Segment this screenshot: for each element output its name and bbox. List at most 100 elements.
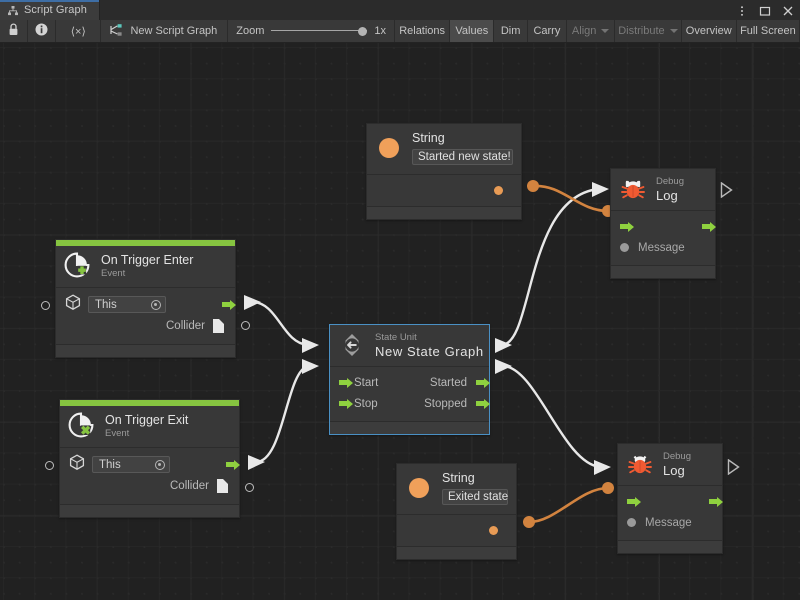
graph-toolbar: ⟨×⟩ New Script Graph Zoom 1x Relations V… [0,20,800,43]
target-dropdown[interactable]: This [92,456,170,473]
distribute-label: Distribute [618,25,665,37]
collider-output-port[interactable] [217,478,228,493]
tab-script-graph[interactable]: Script Graph [0,0,100,20]
stopped-label: Stopped [424,397,467,410]
full-screen-button[interactable]: Full Screen [736,20,800,42]
node-debug-log-top[interactable]: Debug Log Message [610,168,716,279]
zoom-label: Zoom [236,25,265,37]
node-string-top[interactable]: String Started new state! [366,123,522,220]
values-button[interactable]: Values [450,20,495,42]
graph-asset-breadcrumb[interactable]: New Script Graph [101,20,229,42]
maximize-icon[interactable] [759,4,771,16]
message-label: Message [645,516,692,529]
event-accent-bar [56,240,235,246]
stop-stopped-row: Stop Stopped [339,393,490,414]
graph-canvas[interactable]: String Started new state! [0,43,800,600]
collider-output-port[interactable] [213,318,224,333]
zoom-slider[interactable] [271,24,368,38]
event-enter-icon [64,252,92,280]
lock-button[interactable] [0,20,28,42]
state-unit-icon [338,331,366,359]
node-body: Start Started Stop Stopped [330,367,490,421]
node-type-label: Event [105,427,130,439]
tab-label: Script Graph [24,4,87,16]
node-header: On Trigger Exit Event [60,406,239,448]
target-row: This [65,294,236,315]
align-button[interactable]: Align [567,20,616,42]
string-value-input[interactable]: Started new state! [412,149,513,165]
collider-output-label: Collider [170,479,209,492]
node-type-label: Debug [656,175,684,187]
node-header: State Unit New State Graph [330,325,489,367]
debug-bug-icon [619,175,647,203]
node-header: String Started new state! [367,124,521,175]
node-header: Debug Log [611,169,715,211]
zoom-slider-handle[interactable] [358,27,368,36]
flow-out-unconnected-marker[interactable] [727,458,740,480]
node-on-trigger-exit[interactable]: On Trigger Exit Event This [59,399,240,518]
wire-data-endpoints [523,180,614,528]
node-body: Message [618,486,723,540]
wire-string-bottom-to-message [528,486,609,524]
info-button[interactable] [28,20,56,42]
target-value: This [95,298,117,311]
node-string-bottom[interactable]: String Exited state [396,463,517,560]
more-options-icon[interactable] [736,4,748,16]
node-type-label: Event [101,267,126,279]
node-header: String Exited state [397,464,516,515]
zoom-value-label: 1x [374,25,387,37]
node-body [397,515,516,546]
node-debug-log-bottom[interactable]: Debug Log Message [617,443,723,554]
enter-collider-unconnected-port[interactable] [241,321,250,330]
lock-icon [8,23,19,39]
node-type-label: State Unit [375,331,417,343]
exit-left-unconnected-port[interactable] [45,461,54,470]
chevron-down-icon [601,29,610,33]
distribute-button[interactable]: Distribute [615,20,682,42]
string-output-port[interactable] [494,186,503,195]
script-graph-icon [7,4,19,16]
node-footer [397,546,516,559]
message-input-port[interactable] [627,518,636,527]
event-exit-icon [68,412,96,440]
node-title: String [442,471,475,485]
graph-name-label: New Script Graph [130,25,218,37]
gameobject-icon [69,454,85,475]
object-picker-icon[interactable] [155,459,165,470]
debug-bug-icon [626,450,654,478]
flow-out-unconnected-marker[interactable] [720,181,733,203]
gameobject-icon [65,294,81,315]
message-label: Message [638,241,685,254]
zoom-control: Zoom 1x [228,20,396,42]
dim-button[interactable]: Dim [494,20,528,42]
wire-trigger-exit-to-state-stop [255,364,309,464]
close-icon[interactable] [782,4,794,16]
message-row: Message [627,512,713,533]
object-picker-icon[interactable] [151,299,161,310]
enter-left-unconnected-port[interactable] [41,301,50,310]
started-label: Started [429,376,467,389]
relations-button[interactable]: Relations [395,20,451,42]
window-controls [736,0,794,20]
overview-button[interactable]: Overview [681,20,737,42]
carry-button[interactable]: Carry [527,20,568,42]
node-header: Debug Log [618,444,722,486]
collider-row: Collider [69,475,230,496]
node-on-trigger-enter[interactable]: On Trigger Enter Event This [55,239,236,358]
message-row: Message [620,237,706,258]
string-value-input[interactable]: Exited state [442,489,508,505]
node-footer [56,344,235,357]
node-header: On Trigger Enter Event [56,246,235,288]
exit-collider-unconnected-port[interactable] [245,483,254,492]
node-title: String [412,131,445,145]
node-footer [611,265,715,278]
stop-label: Stop [354,397,378,410]
chevron-down-icon [669,29,678,33]
target-dropdown[interactable]: This [88,296,166,313]
node-title: On Trigger Enter [101,252,194,267]
string-output-port[interactable] [489,526,498,535]
node-body: Message [611,211,716,265]
node-state-unit[interactable]: State Unit New State Graph Start Started… [329,324,490,435]
message-input-port[interactable] [620,243,629,252]
code-view-button[interactable]: ⟨×⟩ [56,20,102,42]
